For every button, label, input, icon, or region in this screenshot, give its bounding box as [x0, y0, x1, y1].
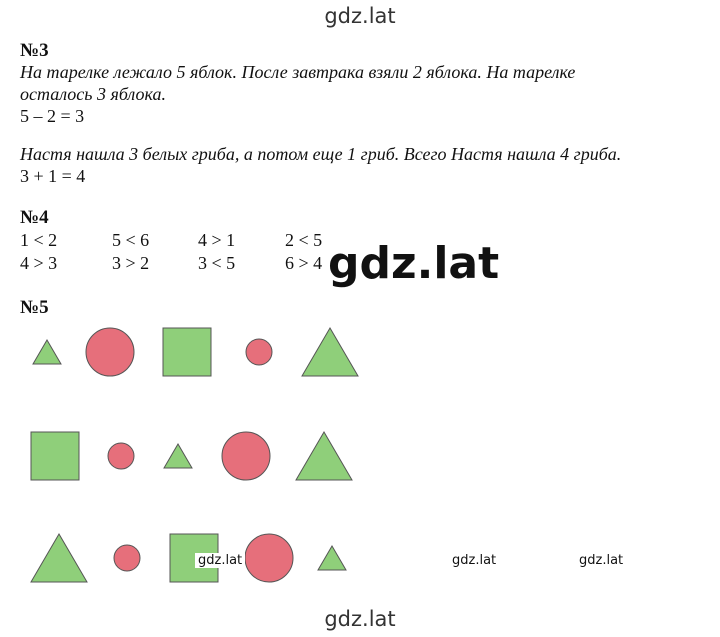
triangle-shape [32, 339, 62, 365]
square-shape [162, 327, 212, 377]
task3-problem1-line1: На тарелке лежало 5 яблок. После завтрак… [20, 62, 576, 82]
task5-heading: №5 [20, 297, 49, 318]
watermark-center: gdz.lat [328, 238, 500, 289]
circle-shape [221, 431, 271, 481]
task4-inequality: 3 > 2 [112, 253, 150, 273]
circle-shape [107, 442, 135, 470]
triangle-shape [301, 327, 359, 377]
watermark-bottom: gdz.lat [324, 607, 396, 631]
circle-shape [113, 544, 141, 572]
triangle-shape [317, 545, 347, 571]
watermark-small: gdz.lat [579, 553, 624, 568]
watermark-top: gdz.lat [324, 4, 396, 28]
triangle-shape [30, 533, 88, 583]
task4-inequality: 2 < 5 [285, 230, 323, 250]
task4-inequality: 4 > 1 [198, 230, 236, 250]
task3-problem1-line2: осталось 3 яблока. [20, 84, 166, 104]
task3-heading: №3 [20, 40, 49, 61]
circle-shape [244, 533, 294, 583]
triangle-shape [295, 431, 353, 481]
task3-problem2-line1: Настя нашла 3 белых гриба, а потом еще 1… [20, 144, 622, 164]
circle-shape [85, 327, 135, 377]
task3-problem1-equation: 5 – 2 = 3 [20, 106, 85, 126]
circle-shape [245, 338, 273, 366]
task3-problem2-equation: 3 + 1 = 4 [20, 166, 86, 186]
watermark-small: gdz.lat [195, 553, 246, 568]
task4-inequality: 5 < 6 [112, 230, 150, 250]
task4-inequality: 1 < 2 [20, 230, 58, 250]
square-shape [30, 431, 80, 481]
task4-inequality: 4 > 3 [20, 253, 58, 273]
triangle-shape [163, 443, 193, 469]
watermark-small: gdz.lat [452, 553, 497, 568]
task4-inequality: 3 < 5 [198, 253, 236, 273]
task4-inequality: 6 > 4 [285, 253, 323, 273]
task4-heading: №4 [20, 207, 49, 228]
